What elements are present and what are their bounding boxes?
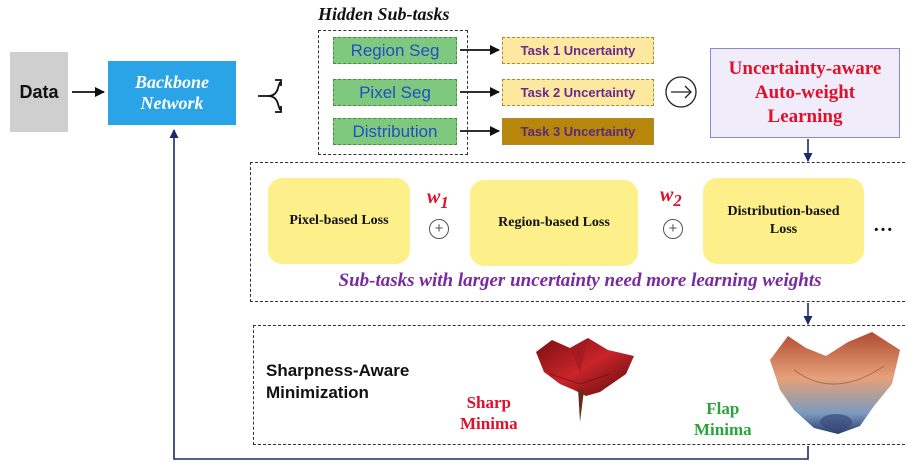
autoweight-line1: Uncertainty-aware bbox=[728, 58, 882, 79]
weight-w2: w2 bbox=[660, 184, 682, 211]
weight-subscript: 2 bbox=[673, 191, 682, 210]
subtask-label: Region Seg bbox=[350, 40, 440, 60]
weight-symbol: w bbox=[660, 184, 674, 206]
loss-weighting-note: Sub-tasks with larger uncertainty need m… bbox=[338, 270, 822, 291]
plus-icon: + bbox=[429, 219, 449, 239]
subtask-group-box bbox=[318, 30, 468, 155]
plus-symbol: + bbox=[434, 220, 444, 237]
sharp-loss-surface-icon bbox=[536, 338, 634, 422]
weight-subscript: 1 bbox=[440, 193, 449, 212]
uncertainty-label: Task 3 Uncertainty bbox=[520, 124, 636, 139]
arrow-right-circle-icon bbox=[665, 76, 697, 108]
sam-title-line2: Minimization bbox=[266, 383, 369, 402]
weight-symbol: w bbox=[427, 186, 441, 208]
autoweight-line2: Auto-weight bbox=[754, 82, 856, 103]
data-input-box: Data bbox=[10, 52, 68, 132]
feedback-loop-arrow bbox=[169, 129, 809, 460]
uncertainty-label: Task 1 Uncertainty bbox=[520, 43, 636, 58]
sam-title-line1: Sharpness-Aware bbox=[266, 361, 410, 380]
sam-panel bbox=[253, 325, 907, 445]
loss-line2: Loss bbox=[769, 222, 798, 237]
task2-uncertainty-box: Task 2 Uncertainty bbox=[502, 79, 654, 106]
sam-title: Sharpness-Aware Minimization bbox=[266, 360, 409, 404]
more-losses-ellipsis: … bbox=[873, 214, 893, 236]
flat-line1: Flap bbox=[706, 399, 740, 418]
subtask-region-seg: Region Seg bbox=[333, 37, 457, 64]
pixel-loss-box: Pixel-based Loss bbox=[268, 178, 410, 264]
plus-icon: + bbox=[663, 219, 683, 239]
backbone-network-box: Backbone Network bbox=[108, 61, 236, 125]
data-label: Data bbox=[19, 81, 59, 102]
autoweight-line3: Learning bbox=[767, 106, 843, 127]
loss-panel bbox=[250, 162, 907, 302]
subtask-label: Pixel Seg bbox=[359, 82, 431, 102]
distribution-loss-box: Distribution-based Loss bbox=[703, 178, 864, 264]
subtask-pixel-seg: Pixel Seg bbox=[333, 79, 457, 106]
region-loss-box: Region-based Loss bbox=[470, 180, 638, 266]
task3-uncertainty-box: Task 3 Uncertainty bbox=[502, 118, 654, 145]
hidden-subtasks-title: Hidden Sub-tasks bbox=[318, 4, 450, 24]
subtask-label: Distribution bbox=[352, 121, 438, 141]
flat-loss-surface-icon bbox=[770, 332, 900, 434]
sharp-line2: Minima bbox=[460, 414, 518, 433]
sharp-line1: Sharp bbox=[466, 393, 512, 412]
uncertainty-label: Task 2 Uncertainty bbox=[520, 85, 636, 100]
backbone-line1: Backbone bbox=[135, 72, 209, 92]
sharp-minima-label: Sharp Minima bbox=[460, 392, 518, 434]
loss-line1: Region-based Loss bbox=[498, 215, 610, 230]
backbone-line2: Network bbox=[140, 93, 204, 113]
loss-line1: Pixel-based Loss bbox=[289, 213, 389, 228]
flat-line2: Minima bbox=[694, 420, 752, 439]
task1-uncertainty-box: Task 1 Uncertainty bbox=[502, 37, 654, 64]
uncertainty-autoweight-box: Uncertainty-aware Auto-weight Learning bbox=[710, 48, 900, 138]
plus-symbol: + bbox=[668, 220, 678, 237]
weight-w1: w1 bbox=[427, 186, 449, 213]
loss-line1: Distribution-based bbox=[727, 204, 840, 219]
flat-minima-label: Flap Minima bbox=[694, 398, 752, 440]
subtask-distribution: Distribution bbox=[333, 118, 457, 145]
split-fork-icon bbox=[258, 79, 282, 113]
